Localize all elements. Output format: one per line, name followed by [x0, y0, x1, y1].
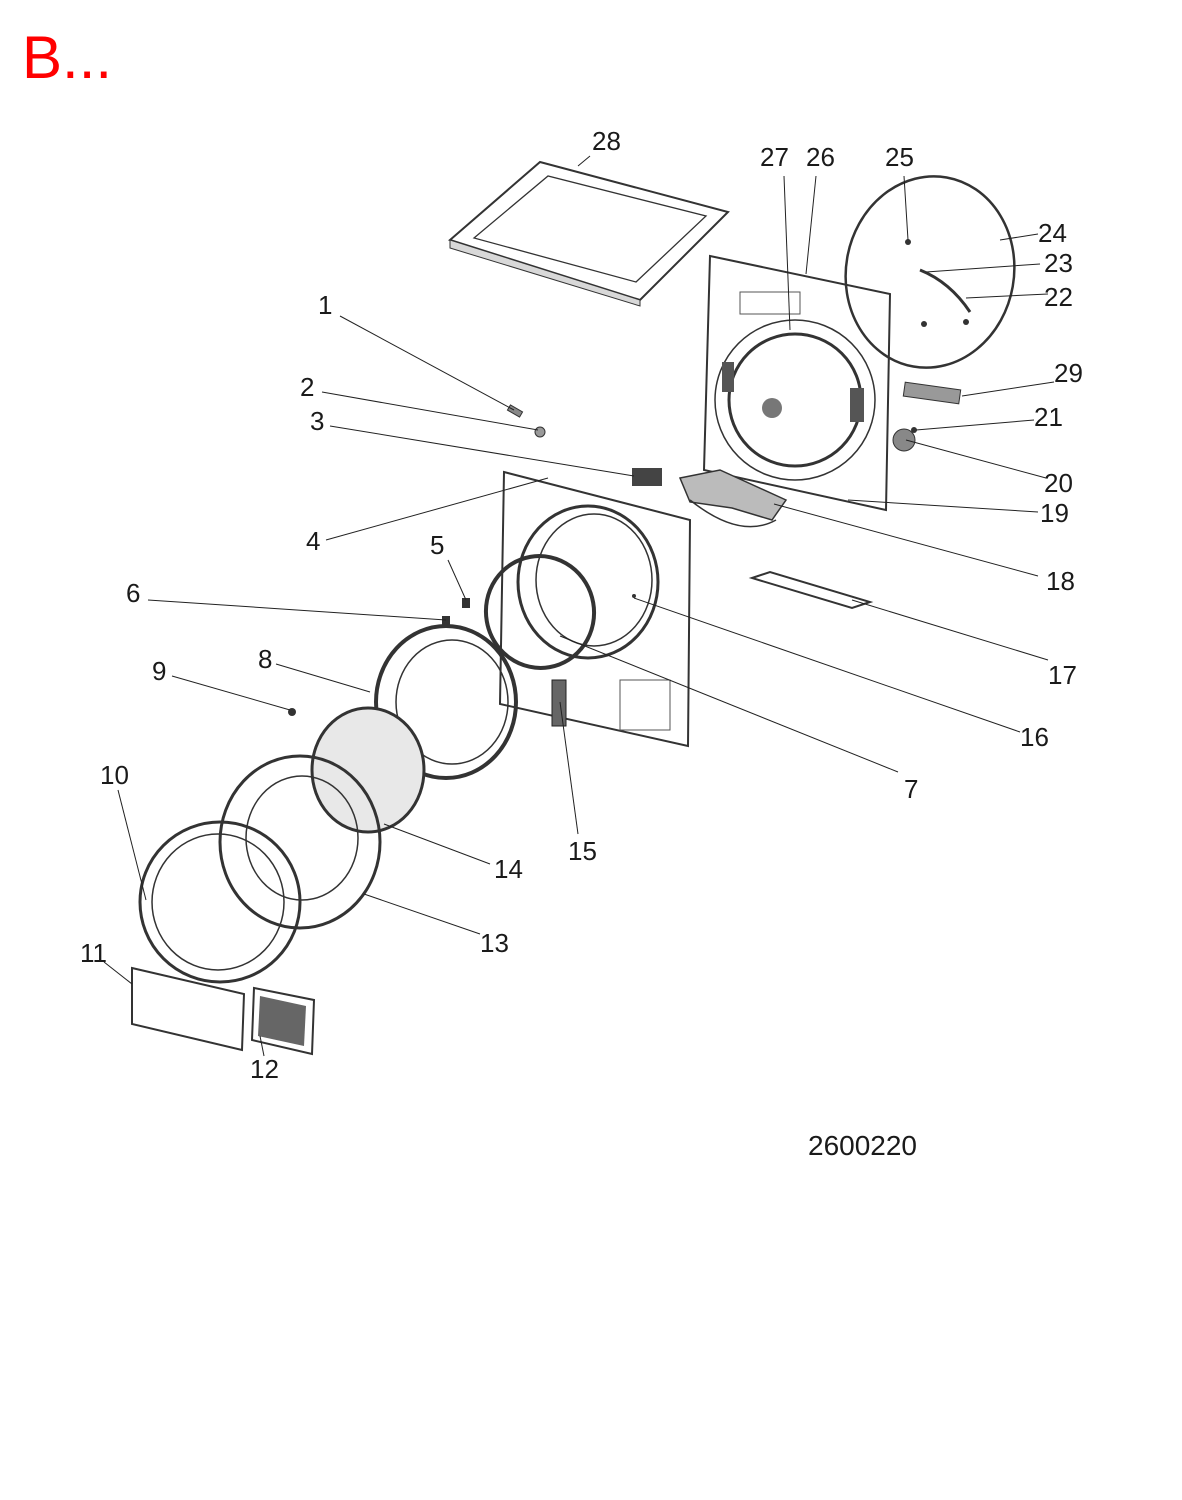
- callout-16: 16: [1020, 722, 1049, 752]
- part-21-screw: [911, 427, 917, 433]
- callout-23: 23: [1044, 248, 1073, 278]
- section-title: B...: [22, 24, 113, 91]
- part-4-front-panel: [498, 470, 692, 748]
- callout-7: 7: [904, 774, 918, 804]
- drawing-number: 2600220: [808, 1130, 918, 1161]
- part-15-hinge: [551, 679, 567, 727]
- callout-9: 9: [152, 656, 166, 686]
- part-24-ring: [844, 175, 1016, 369]
- part-8-door-frame: [374, 624, 518, 780]
- part-3-lock: [632, 468, 662, 486]
- part-5-clip: [462, 598, 470, 608]
- callout-6: 6: [126, 578, 140, 608]
- callouts: 1 2 3 4 5 6 7 8 9 10 11 12 13 14 15 16 1…: [80, 126, 1083, 1084]
- callout-1: 1: [318, 290, 332, 320]
- part-1-pin: [506, 404, 524, 418]
- part-9-screw: [288, 708, 296, 716]
- part-11-panel: [131, 966, 246, 1052]
- part-16-seal: [483, 554, 597, 670]
- callout-21: 21: [1034, 402, 1063, 432]
- part-26-rear-frame: [702, 254, 892, 512]
- part-10-door-trim: [138, 820, 302, 984]
- part-14-glass: [310, 706, 426, 834]
- callout-25: 25: [885, 142, 914, 172]
- callout-4: 4: [306, 526, 320, 556]
- callout-14: 14: [494, 854, 523, 884]
- part-12-grille: [250, 986, 316, 1056]
- part-20-fan: [892, 428, 916, 452]
- part-18-filter-housing: [678, 469, 788, 528]
- callout-27: 27: [760, 142, 789, 172]
- callout-8: 8: [258, 644, 272, 674]
- part-17-strip: [748, 570, 874, 610]
- callout-12: 12: [250, 1054, 279, 1084]
- callout-2: 2: [300, 372, 314, 402]
- part-6-hook: [442, 616, 450, 628]
- callout-29: 29: [1054, 358, 1083, 388]
- callout-20: 20: [1044, 468, 1073, 498]
- callout-15: 15: [568, 836, 597, 866]
- callout-26: 26: [806, 142, 835, 172]
- callout-10: 10: [100, 760, 129, 790]
- part-2-knob: [534, 426, 546, 438]
- callout-5: 5: [430, 530, 444, 560]
- callout-17: 17: [1048, 660, 1077, 690]
- callout-18: 18: [1046, 566, 1075, 596]
- part-29-board: [902, 381, 962, 405]
- callout-19: 19: [1040, 498, 1069, 528]
- callout-13: 13: [480, 928, 509, 958]
- callout-3: 3: [310, 406, 324, 436]
- callout-22: 22: [1044, 282, 1073, 312]
- leader-lines: [103, 155, 1055, 1057]
- part-22-23-25-brackets: [905, 239, 972, 327]
- callout-24: 24: [1038, 218, 1067, 248]
- callout-11: 11: [80, 938, 107, 968]
- part-28-top-cover: [447, 160, 730, 307]
- callout-28: 28: [592, 126, 621, 156]
- part-13-outer-ring: [218, 754, 382, 930]
